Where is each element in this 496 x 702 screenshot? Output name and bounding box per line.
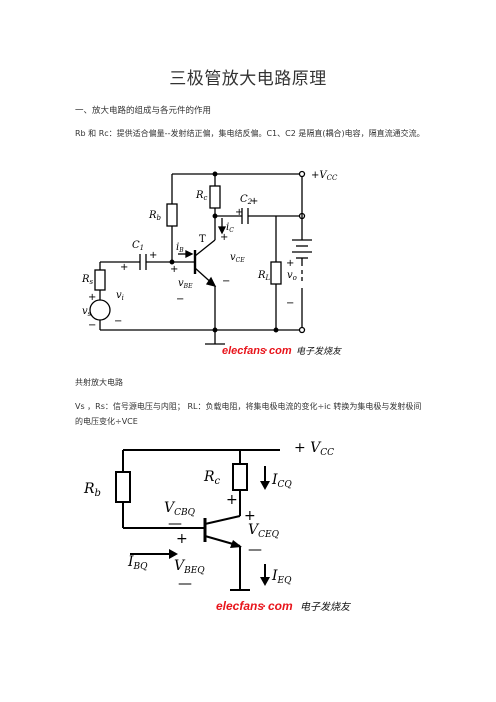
minus-sign: — (178, 576, 192, 592)
label-vce: vCE (230, 252, 245, 264)
label-rb: Rb (148, 210, 162, 222)
figure-caption: 共射放大电路 (75, 378, 123, 387)
label-vs: vs (82, 306, 92, 318)
plus-sign: + (149, 250, 157, 261)
minus-sign: − (88, 320, 96, 331)
plus-sign: + (226, 492, 238, 508)
paragraph-components: Rb 和 Rc：提供适合偏量--发射结正偏，集电结反偏。C1、C2 是隔直(耦合… (75, 129, 425, 138)
minus-sign: — (248, 542, 262, 558)
watermark: elecfans · com 电子发烧友 (222, 345, 342, 357)
label-t: T (199, 234, 206, 245)
label-ibq: IBQ (127, 554, 148, 572)
label-rc: Rc (195, 190, 208, 202)
label-rs: Rs (81, 274, 94, 286)
section-heading: 一、放大电路的组成与各元件的作用 (75, 106, 212, 116)
minus-sign: − (222, 276, 230, 287)
label-vbeq: VBEQ (174, 558, 205, 576)
minus-sign: − (176, 294, 184, 305)
svg-text:com: com (269, 345, 292, 357)
label-vcc: +VCC (311, 170, 338, 182)
label-vcc: + VCC (294, 440, 334, 458)
label-c1: C1 (132, 240, 144, 252)
label-vceq: VCEQ (248, 522, 280, 540)
label-vcbq: VCBQ (164, 500, 196, 518)
label-icq: ICQ (271, 472, 292, 490)
label-rl: RL (257, 270, 271, 282)
plus-sign: + (286, 258, 294, 269)
label-vi: vi (116, 290, 124, 302)
svg-text:elecfans: elecfans (216, 599, 264, 613)
label-rc: Rc (203, 469, 221, 487)
plus-sign: + (250, 196, 258, 207)
minus-sign: − (114, 316, 122, 327)
paragraph-signal-source: Vs ，Rs：信号源电压与内阻； RL：负载电阻，将集电极电流的变化÷ic 转换… (75, 402, 422, 426)
circuit-diagram-common-emitter: +VCC Rb Rc C1 C2 T iB iC vCE vBE Rs vi v… (81, 170, 342, 357)
label-rb: Rb (83, 481, 101, 499)
label-ieq: IEQ (271, 568, 292, 586)
page-title: 三极管放大电路原理 (169, 69, 327, 89)
svg-text:·: · (262, 599, 266, 613)
plus-sign: + (244, 508, 256, 524)
plus-sign: + (170, 264, 178, 275)
plus-sign: + (220, 232, 228, 243)
plus-sign: + (176, 531, 188, 547)
svg-text:com: com (268, 599, 293, 613)
label-ib: iB (176, 242, 184, 254)
plus-sign: + (235, 207, 243, 218)
plus-sign: + (120, 262, 128, 273)
minus-sign: − (286, 298, 294, 309)
svg-text:·: · (264, 345, 268, 357)
svg-text:电子发烧友: 电子发烧友 (296, 346, 342, 357)
label-vo: vo (287, 270, 297, 282)
svg-text:elecfans: elecfans (222, 345, 266, 357)
watermark: elecfans · com 电子发烧友 (216, 599, 352, 613)
plus-sign: + (88, 292, 96, 303)
minus-sign: — (168, 516, 182, 532)
label-ic: iC (226, 222, 234, 234)
label-c2: C2 (240, 194, 253, 206)
label-vbe: vBE (178, 278, 193, 290)
circuit-diagram-dc-bias: + VCC Rb Rc ICQ VCBQ VCEQ IBQ VBEQ IEQ +… (83, 440, 352, 613)
svg-text:电子发烧友: 电子发烧友 (300, 601, 352, 613)
